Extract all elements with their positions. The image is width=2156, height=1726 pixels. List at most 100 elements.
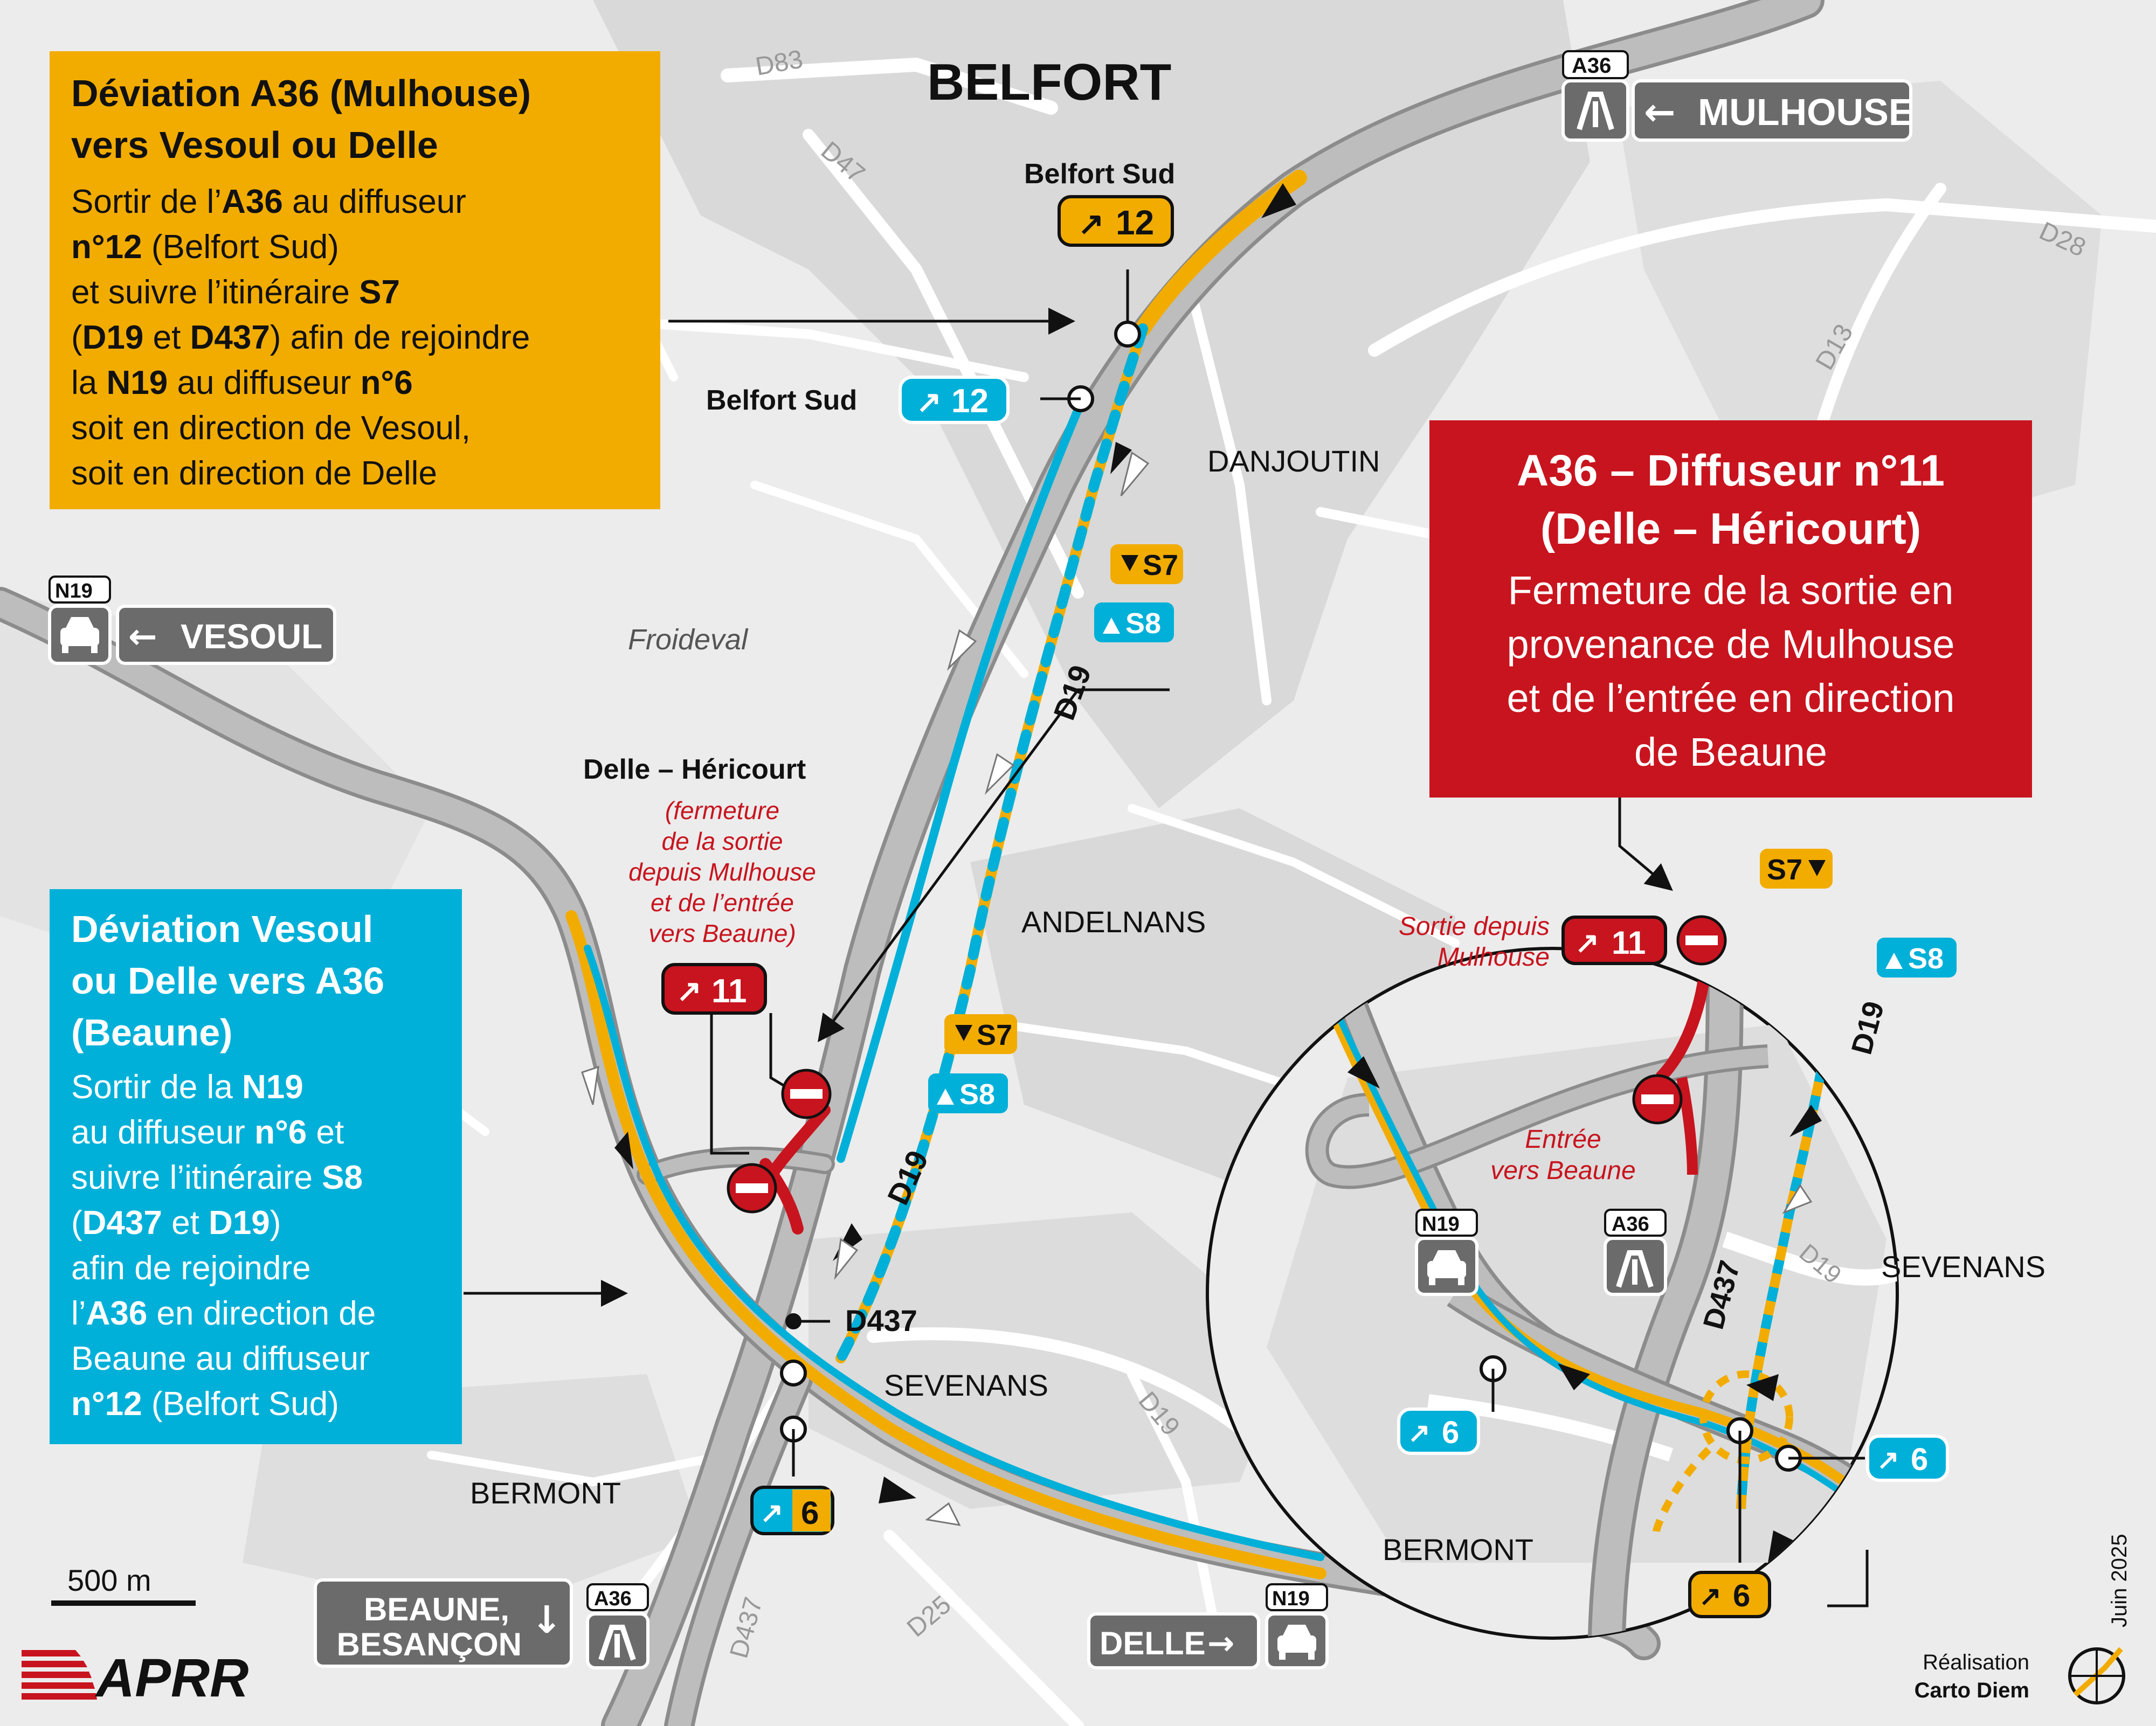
blue-panel-title-line-2: ou Delle vers A36 xyxy=(71,960,385,1002)
aprr-logo: APRR xyxy=(22,1648,248,1708)
closure-note-line-5: vers Beaune) xyxy=(648,919,796,947)
svg-text:Entrée: Entrée xyxy=(1525,1125,1601,1154)
svg-text:Carto Diem: Carto Diem xyxy=(1915,1679,2029,1702)
svg-text:↗: ↗ xyxy=(1408,1418,1431,1448)
inset-leader-lines xyxy=(1491,1369,1869,1607)
belfort-sud-label-west: Belfort Sud xyxy=(706,385,857,416)
red-panel-title-line-1: A36 – Diffuseur n°11 xyxy=(1517,446,1945,495)
body-text: et xyxy=(307,1114,344,1151)
direction-sign-mulhouse: A36 ← MULHOUSE xyxy=(1561,50,1914,142)
body-text: au diffuseur xyxy=(71,1114,255,1151)
svg-text:↗: ↗ xyxy=(1575,927,1599,959)
red-panel-body-line-3: et de l’entrée en direction xyxy=(1507,676,1955,720)
blue-panel-body: Sortir de la N19 au diffuseur n°6 et suivr… xyxy=(71,1065,440,1427)
interchange-labels: Belfort Sud Belfort Sud Delle – Héricour… xyxy=(583,158,1175,785)
place-danjoutin: DANJOUTIN xyxy=(1207,444,1380,478)
panel-body-line: Beaune au diffuseur xyxy=(71,1336,440,1382)
d437-junction-label: D437 xyxy=(845,1304,917,1337)
svg-text:S8: S8 xyxy=(959,1078,995,1111)
body-text: Sortir de l’ xyxy=(71,183,222,220)
inset-exit-badge-6-east: ↗ 6 xyxy=(1866,1434,1949,1482)
svg-text:SEVENANS: SEVENANS xyxy=(1881,1250,2046,1284)
emphasis-text: A36 xyxy=(222,183,283,220)
body-text: suivre l’itinéraire xyxy=(71,1159,322,1196)
svg-text:BEAUNE,: BEAUNE, xyxy=(364,1591,509,1627)
closure-note-line-3: depuis Mulhouse xyxy=(628,858,816,886)
svg-text:11: 11 xyxy=(1612,925,1646,961)
belfort-sud-label-top: Belfort Sud xyxy=(1024,158,1175,190)
orange-panel-title-line-1: Déviation A36 (Mulhouse) xyxy=(71,72,531,114)
svg-text:S7: S7 xyxy=(977,1019,1012,1051)
route-s8-blue xyxy=(584,405,1324,1561)
car-icon xyxy=(60,617,99,653)
svg-text:↗: ↗ xyxy=(1699,1581,1722,1611)
blue-panel-title-line-3: (Beaune) xyxy=(71,1011,233,1053)
emphasis-text: A36 xyxy=(86,1295,148,1332)
svg-text:Réalisation: Réalisation xyxy=(1923,1651,2029,1674)
orange-diversion-panel: Déviation A36 (Mulhouse) vers Vesoul ou … xyxy=(50,51,660,509)
car-icon xyxy=(1427,1250,1466,1285)
exit-number: 12 xyxy=(1116,203,1154,242)
node-6-north xyxy=(780,1360,807,1387)
svg-text:S8: S8 xyxy=(1125,607,1161,640)
inset-a36-sign: A36 xyxy=(1604,1209,1667,1296)
svg-text:MULHOUSE: MULHOUSE xyxy=(1698,91,1914,133)
direction-arrows xyxy=(581,183,1296,1526)
svg-text:vers Beaune: vers Beaune xyxy=(1490,1156,1636,1185)
emphasis-text: n°12 xyxy=(71,1385,142,1423)
panel-body-line: suivre l’itinéraire S8 xyxy=(71,1155,440,1201)
inset-exit-badge-6-south: ↗ 6 xyxy=(1688,1571,1771,1618)
delle-hericourt-label: Delle – Héricourt xyxy=(583,754,806,785)
red-panel-body-line-4: de Beaune xyxy=(1634,730,1827,774)
svg-text:VESOUL: VESOUL xyxy=(181,617,322,656)
inset-exit-badge-11: ↗ 11 xyxy=(1561,916,1667,965)
red-closure-panel: A36 – Diffuseur n°11 (Delle – Héricourt)… xyxy=(1429,420,2032,798)
panel-body-line: Sortir de la N19 xyxy=(71,1065,440,1110)
red-panel-body-line-2: provenance de Mulhouse xyxy=(1507,622,1955,667)
inset-route-tag-s7: S7 xyxy=(1760,849,1833,889)
inset-route-tag-s8: S8 xyxy=(1877,938,1957,978)
route-tag-s7-upper: S7 xyxy=(1110,544,1183,584)
panel-body-line: n°12 (Belfort Sud) xyxy=(71,225,639,270)
emphasis-text: D437 xyxy=(190,319,270,356)
arrow-down-icon: ↓ xyxy=(531,1598,563,1642)
body-text: en direction de xyxy=(147,1295,376,1332)
motorway-icon xyxy=(1616,1250,1654,1288)
direction-sign-delle: N19 DELLE → xyxy=(1087,1583,1329,1669)
arrow-left-icon: ← xyxy=(1644,90,1676,134)
car-icon xyxy=(1277,1625,1316,1660)
emphasis-text: D19 xyxy=(209,1204,270,1242)
body-text: soit en direction de Delle xyxy=(71,455,437,492)
svg-text:S8: S8 xyxy=(1908,942,1944,975)
svg-text:↗: ↗ xyxy=(1877,1445,1899,1475)
emphasis-text: n°6 xyxy=(254,1114,307,1151)
emphasis-text: n°6 xyxy=(360,364,413,401)
body-text: au diffuseur xyxy=(282,183,466,220)
blue-panel-title: Déviation Vesoul ou Delle vers A36 (Beau… xyxy=(71,903,440,1058)
svg-text:N19: N19 xyxy=(1422,1213,1460,1236)
exit-badge-6-main: ↗ 6 xyxy=(750,1486,834,1535)
panel-body-line: afin de rejoindre xyxy=(71,1246,440,1291)
svg-text:S7: S7 xyxy=(1143,549,1178,581)
place-sevenans: SEVENANS xyxy=(884,1368,1048,1402)
inset-no-entry-sign-icon xyxy=(1632,1074,1683,1125)
blue-panel-title-line-1: Déviation Vesoul xyxy=(71,908,374,950)
svg-text:500 m: 500 m xyxy=(67,1563,151,1597)
compass-logo-icon xyxy=(2068,1647,2125,1704)
svg-text:DELLE: DELLE xyxy=(1100,1625,1206,1661)
inset-detail: ↗ 11 ↗ 6 ↗ 6 ↗ 6 S7 S8 N xyxy=(1206,849,2046,1640)
red-panel-body-line-1: Fermeture de la sortie en xyxy=(1508,568,1954,613)
credits: Juin 2025 Réalisation Carto Diem xyxy=(1915,1534,2131,1704)
place-names: BELFORT DANJOUTIN Froideval ANDELNANS SE… xyxy=(470,53,1380,1510)
panel-body-line: (D437 et D19) xyxy=(71,1201,440,1246)
body-text: ( xyxy=(71,319,82,356)
no-entry-sign-icon xyxy=(781,1069,832,1119)
emphasis-text: N19 xyxy=(106,364,168,401)
emphasis-text: D19 xyxy=(82,319,144,356)
motorway-icon xyxy=(598,1625,636,1661)
motorway-icon xyxy=(1577,92,1614,130)
arrow-right-icon: → xyxy=(1207,1625,1234,1662)
red-panel-title-line-2: (Delle – Héricourt) xyxy=(1540,504,1922,553)
closure-note-line-1: (fermeture xyxy=(665,796,779,824)
panel-body-line: soit en direction de Delle xyxy=(71,451,639,496)
